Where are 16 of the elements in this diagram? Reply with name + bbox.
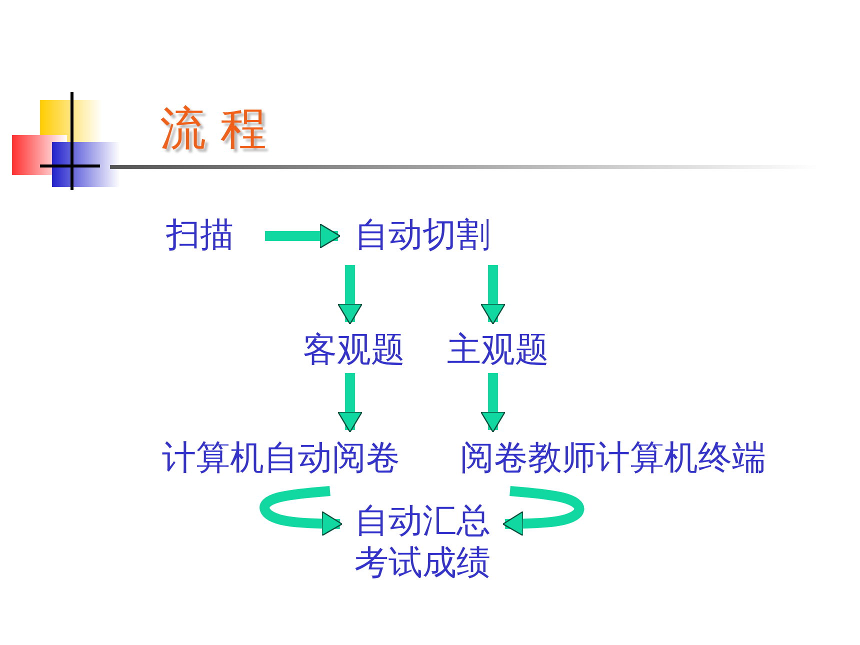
flow-step-text: 计算机自动阅卷 <box>145 437 417 479</box>
flow-step-text: 考试成绩 <box>354 542 492 584</box>
block-arrow <box>480 373 506 433</box>
flow-step-text: 自动汇总 <box>354 500 492 542</box>
flow-step-text: 客观题 <box>294 329 414 371</box>
block-arrow <box>480 265 506 325</box>
block-arrow <box>337 373 363 433</box>
flow-step-text: 自动切割 <box>345 214 500 256</box>
block-arrow <box>260 486 343 536</box>
flow-step-text: 阅卷教师计算机终端 <box>438 437 788 479</box>
flow-step-text: 扫描 <box>160 214 240 256</box>
flow-step-text: 主观题 <box>438 329 558 371</box>
title: 流 程 <box>160 100 267 157</box>
block-arrow <box>265 223 341 249</box>
block-arrow <box>502 486 584 536</box>
block-arrow <box>337 265 363 325</box>
